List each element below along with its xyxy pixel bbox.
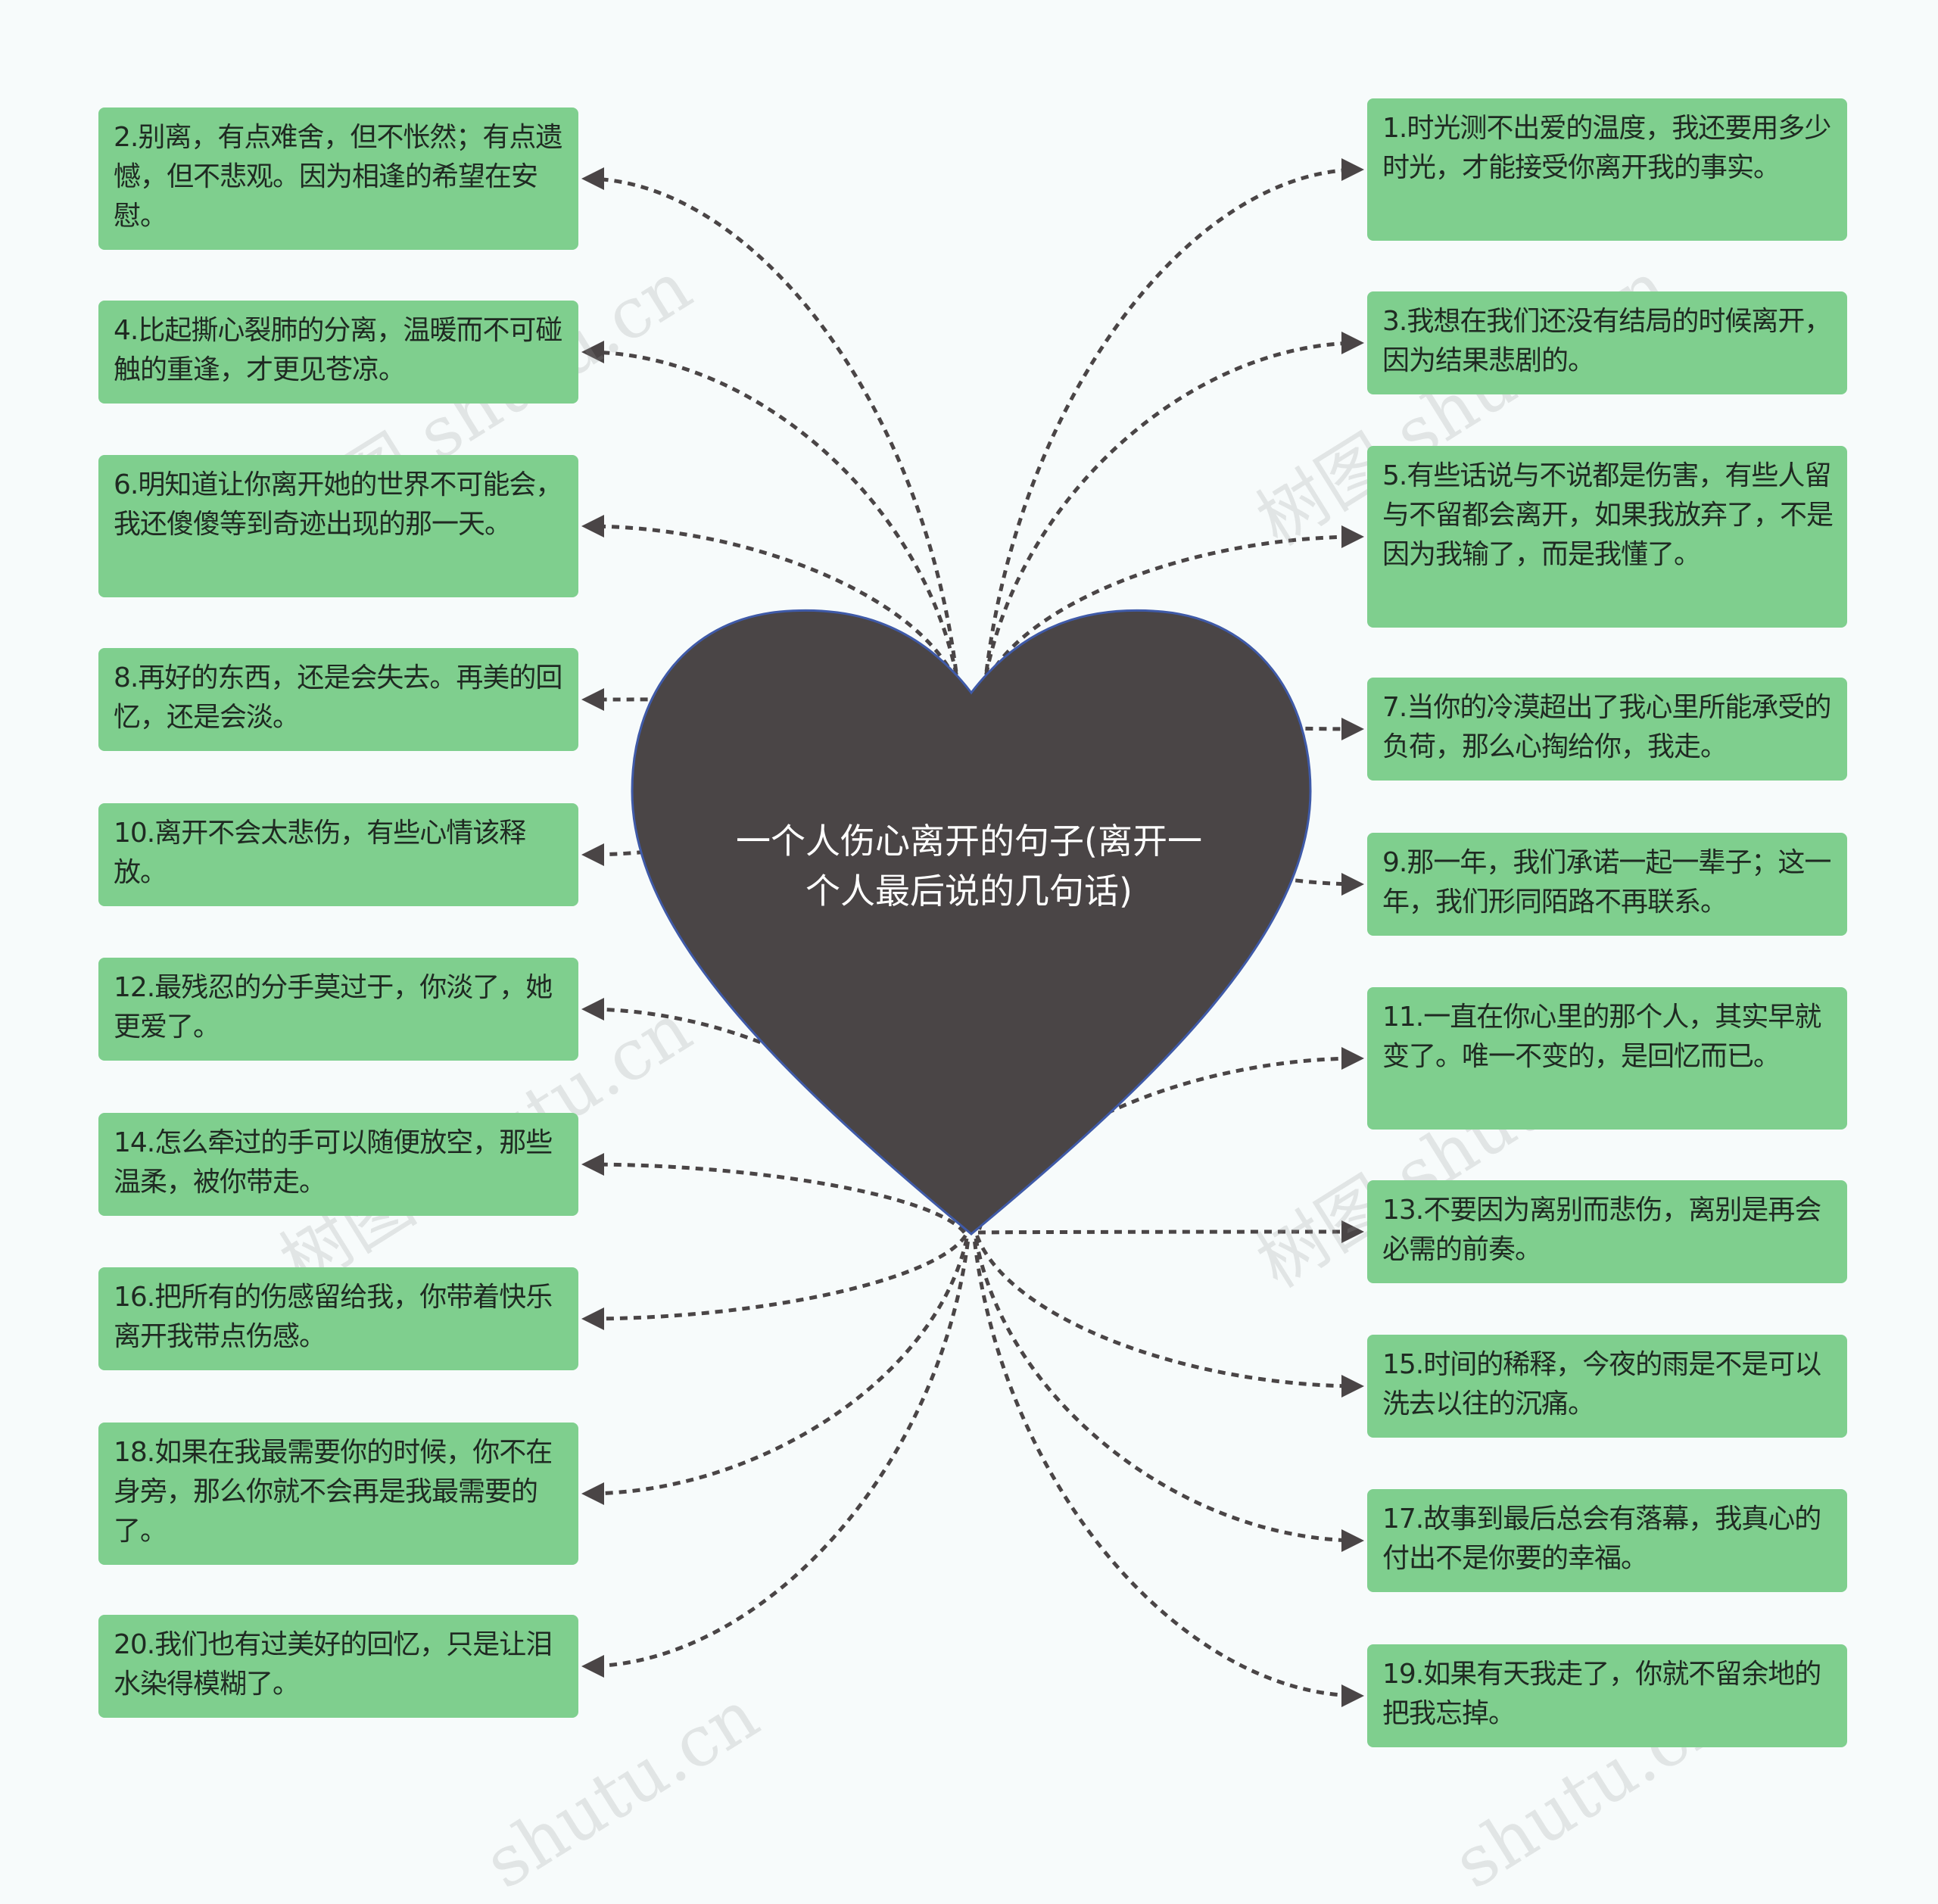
branch-node-left[interactable]: 14.怎么牵过的手可以随便放空，那些温柔，被你带走。 xyxy=(98,1113,578,1216)
branch-node-right[interactable]: 9.那一年，我们承诺一起一辈子；这一年，我们形同陌路不再联系。 xyxy=(1367,833,1847,936)
branch-node-left[interactable]: 16.把所有的伤感留给我，你带着快乐离开我带点伤感。 xyxy=(98,1267,578,1370)
connector-line xyxy=(975,1235,1364,1398)
branch-node-right[interactable]: 19.如果有天我走了，你就不留余地的把我忘掉。 xyxy=(1367,1644,1847,1747)
connector-line xyxy=(581,341,961,689)
branch-node-left[interactable]: 20.我们也有过美好的回忆，只是让泪水染得模糊了。 xyxy=(98,1615,578,1718)
branch-node-right[interactable]: 7.当你的冷漠超出了我心里所能承受的负荷，那么心掏给你，我走。 xyxy=(1367,678,1847,781)
branch-node-left[interactable]: 10.离开不会太悲伤，有些心情该释放。 xyxy=(98,803,578,906)
branch-node-right[interactable]: 5.有些话说与不说都是伤害，有些人留与不留都会离开，如果我放弃了，不是因为我输了… xyxy=(1367,446,1847,628)
branch-node-left[interactable]: 8.再好的东西，还是会失去。再美的回忆，还是会淡。 xyxy=(98,648,578,751)
branch-node-left[interactable]: 12.最残忍的分手莫过于，你淡了，她更爱了。 xyxy=(98,958,578,1061)
branch-node-right[interactable]: 11.一直在你心里的那个人，其实早就变了。唯一不变的，是回忆而已。 xyxy=(1367,987,1847,1130)
connector-line xyxy=(581,1153,966,1234)
connector-line xyxy=(980,525,1364,692)
connector-line xyxy=(581,1234,967,1330)
center-title: 一个人伤心离开的句子(离开一个人最后说的几句话) xyxy=(736,821,1202,911)
mindmap-canvas xyxy=(581,158,1364,1707)
connector-line xyxy=(581,167,960,686)
branch-node-right[interactable]: 1.时光测不出爱的温度，我还要用多少时光，才能接受你离开我的事实。 xyxy=(1367,98,1847,241)
connector-line xyxy=(581,1241,970,1678)
branch-node-right[interactable]: 17.故事到最后总会有落幕，我真心的付出不是你要的幸福。 xyxy=(1367,1489,1847,1592)
connector-line xyxy=(581,1238,969,1505)
center-heart-shape xyxy=(631,609,1312,1236)
connector-line xyxy=(973,1241,1364,1707)
branch-node-left[interactable]: 4.比起撕心裂肺的分离，温暖而不可碰触的重逢，才更见苍凉。 xyxy=(98,301,578,404)
branch-node-left[interactable]: 6.明知道让你离开她的世界不可能会，我还傻傻等到奇迹出现的那一天。 xyxy=(98,455,578,597)
branch-node-right[interactable]: 13.不要因为离别而悲伤，离别是再会必需的前奏。 xyxy=(1367,1180,1847,1283)
connector-line xyxy=(974,1238,1364,1552)
branch-node-left[interactable]: 18.如果在我最需要你的时候，你不在身旁，那么你就不会再是我最需要的了。 xyxy=(98,1423,578,1565)
connector-line xyxy=(982,332,1364,689)
connector-line xyxy=(983,158,1364,686)
branch-node-left[interactable]: 2.别离，有点难舍，但不怅然；有点遗憾，但不悲观。因为相逢的希望在安慰。 xyxy=(98,108,578,250)
connector-line xyxy=(581,515,962,692)
branch-node-right[interactable]: 15.时间的稀释，今夜的雨是不是可以洗去以往的沉痛。 xyxy=(1367,1335,1847,1438)
branch-node-right[interactable]: 3.我想在我们还没有结局的时候离开，因为结果悲剧的。 xyxy=(1367,291,1847,394)
